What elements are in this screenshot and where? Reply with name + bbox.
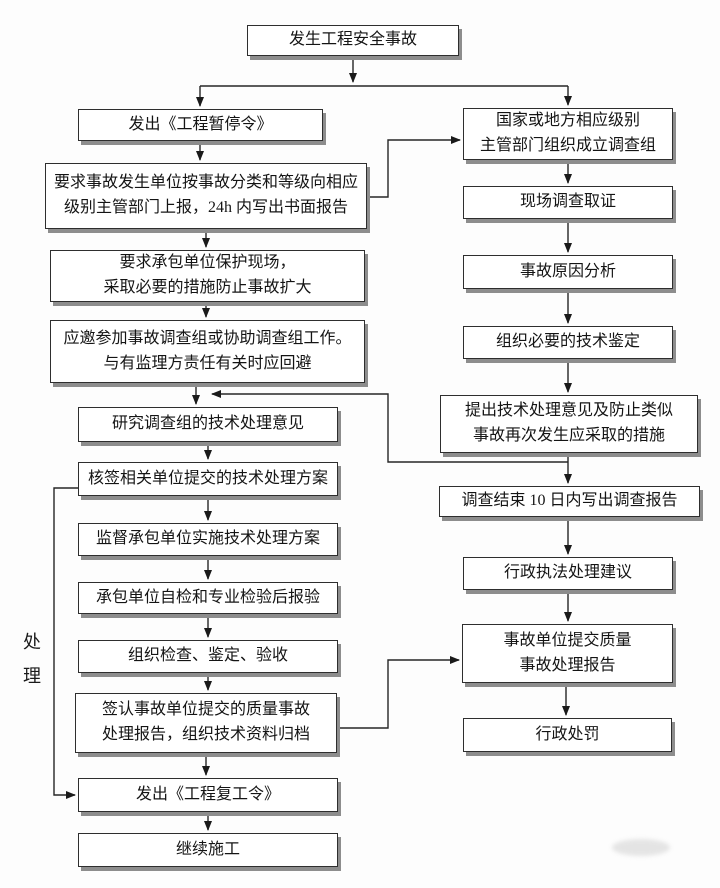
edge-measures-to-study xyxy=(211,390,568,463)
node-sign-accident-report-archive: 签认事故单位提交的质量事故 处理报告，组织技术资料归档 xyxy=(75,693,337,753)
node-join-investigation: 应邀参加事故调查组或协助调查组工作。 与有监理方责任有关时应回避 xyxy=(50,320,365,383)
node-report-to-authority: 要求事故发生单位按事故分类和等级向相应 级别主管部门上报，24h 内写出书面报告 xyxy=(45,163,367,229)
edge-report-to-team xyxy=(367,136,461,198)
node-authority-form-investigation-team: 国家或地方相应级别 主管部门组织成立调查组 xyxy=(463,108,673,160)
node-enforcement-suggestions: 行政执法处理建议 xyxy=(463,557,673,590)
node-protect-site: 要求承包单位保护现场， 采取必要的措施防止事故扩大 xyxy=(50,250,365,302)
node-investigation-report-10-days: 调查结束 10 日内写出调查报告 xyxy=(439,486,700,517)
node-accident-occurs: 发生工程安全事故 xyxy=(247,25,459,56)
node-issue-suspension-order: 发出《工程暂停令》 xyxy=(78,109,323,141)
node-cause-analysis: 事故原因分析 xyxy=(463,255,673,289)
edge-countersign-to-resume-order xyxy=(53,487,78,799)
node-continue-construction: 继续施工 xyxy=(78,833,338,867)
node-site-investigation: 现场调查取证 xyxy=(463,186,673,219)
node-contractor-self-inspection: 承包单位自检和专业检验后报验 xyxy=(78,582,338,614)
node-supervise-implementation: 监督承包单位实施技术处理方案 xyxy=(78,523,338,556)
node-administrative-penalty: 行政处罚 xyxy=(463,718,672,752)
node-submit-accident-report: 事故单位提交质量 事故处理报告 xyxy=(462,624,673,683)
node-organize-inspection-acceptance: 组织检查、鉴定、验收 xyxy=(78,640,338,673)
watermark-smudge xyxy=(612,839,670,856)
node-study-technical-opinions: 研究调查组的技术处理意见 xyxy=(78,407,338,442)
node-propose-measures: 提出技术处理意见及防止类似 事故再次发生应采取的措施 xyxy=(440,395,698,453)
node-technical-appraisal: 组织必要的技术鉴定 xyxy=(463,326,673,359)
node-issue-resumption-order: 发出《工程复工令》 xyxy=(78,778,338,812)
node-countersign-technical-plan: 核签相关单位提交的技术处理方案 xyxy=(78,462,338,496)
phase-label-handling: 处理 xyxy=(21,632,41,700)
edge-sign-to-submit-report xyxy=(339,656,460,729)
